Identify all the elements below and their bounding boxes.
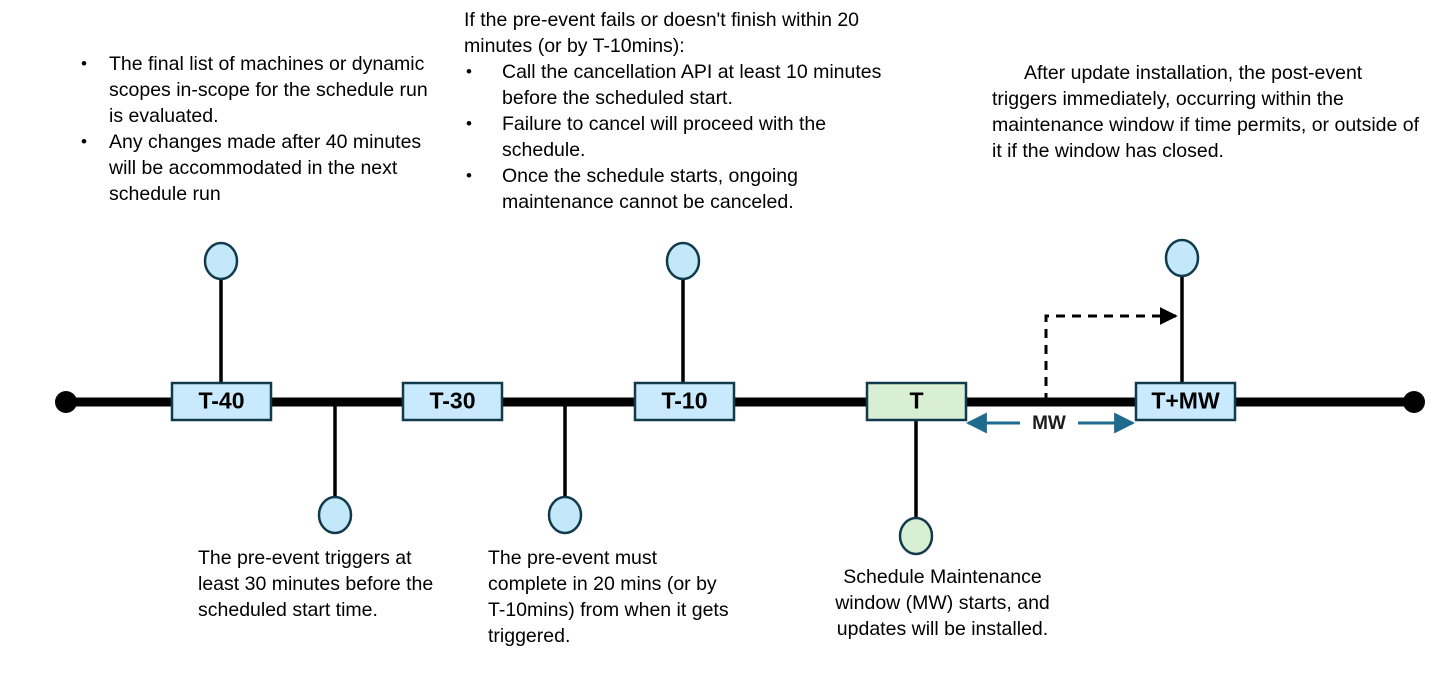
marker-circle-mw-start[interactable] xyxy=(898,516,934,556)
timeline-node-t-30[interactable]: T-30 xyxy=(401,381,504,422)
node-label-t-10: T-10 xyxy=(661,388,707,414)
bullet-text: The final list of machines or dynamic sc… xyxy=(109,53,428,127)
node-box-t-30[interactable] xyxy=(401,381,504,422)
annotation-pre-schedule: The final list of machines or dynamic sc… xyxy=(74,51,439,207)
annotation-cancellation-list: Call the cancellation API at least 10 mi… xyxy=(464,59,912,215)
bullet-text: Any changes made after 40 minutes will b… xyxy=(109,131,422,205)
timeline-node-t-plus-mw[interactable]: T+MW xyxy=(1134,381,1237,422)
bullet-text: Failure to cancel will proceed with the … xyxy=(502,113,827,161)
caption-pre-event-trigger: The pre-event triggers at least 30 minut… xyxy=(198,547,434,621)
timeline-node-t-10[interactable]: T-10 xyxy=(633,381,736,422)
bullet-text: Call the cancellation API at least 10 mi… xyxy=(502,61,882,109)
list-item: Failure to cancel will proceed with the … xyxy=(464,111,912,163)
node-label-t-40: T-40 xyxy=(198,388,244,414)
list-item: Any changes made after 40 minutes will b… xyxy=(74,129,439,207)
marker-circle-t-40[interactable] xyxy=(203,241,239,281)
mw-span-label: MW xyxy=(1032,413,1066,434)
node-label-t: T xyxy=(909,388,923,414)
node-box-t[interactable] xyxy=(865,381,968,422)
node-box-t-plus-mw[interactable] xyxy=(1134,381,1237,422)
bullet-text: Once the schedule starts, ongoing mainte… xyxy=(502,165,798,213)
node-box-t-10[interactable] xyxy=(633,381,736,422)
list-item: Call the cancellation API at least 10 mi… xyxy=(464,59,912,111)
node-box-t-40[interactable] xyxy=(170,381,273,422)
marker-circle-t-plus-mw[interactable] xyxy=(1164,238,1200,278)
marker-circle-t-10[interactable] xyxy=(665,241,701,281)
timeline-node-t-40[interactable]: T-40 xyxy=(170,381,273,422)
timeline-node-t[interactable]: T xyxy=(865,381,968,422)
post-event-dashed-connector xyxy=(1044,307,1178,402)
caption-pre-event-complete: The pre-event must complete in 20 mins (… xyxy=(488,547,729,647)
caption-mw-start: Schedule Maintenance window (MW) starts,… xyxy=(835,566,1050,640)
mw-label-backdrop xyxy=(1020,410,1078,436)
node-label-t-plus-mw: T+MW xyxy=(1151,388,1220,414)
list-item: Once the schedule starts, ongoing mainte… xyxy=(464,163,912,215)
annotation-cancellation-lead: If the pre-event fails or doesn't finish… xyxy=(464,9,865,57)
annotation-post-event: After update installation, the post-even… xyxy=(992,60,1432,164)
annotation-post-event-lead: After update installation, the post-even… xyxy=(992,62,1425,162)
list-item: The final list of machines or dynamic sc… xyxy=(74,51,439,129)
node-label-t-30: T-30 xyxy=(429,388,475,414)
marker-circle-pre-event-trigger[interactable] xyxy=(317,495,353,535)
annotation-cancellation: If the pre-event fails or doesn't finish… xyxy=(464,7,912,215)
marker-circle-pre-event-complete[interactable] xyxy=(547,495,583,535)
timeline-end-cap xyxy=(1403,391,1425,413)
annotation-pre-schedule-list: The final list of machines or dynamic sc… xyxy=(74,51,439,207)
timeline-start-cap xyxy=(55,391,77,413)
